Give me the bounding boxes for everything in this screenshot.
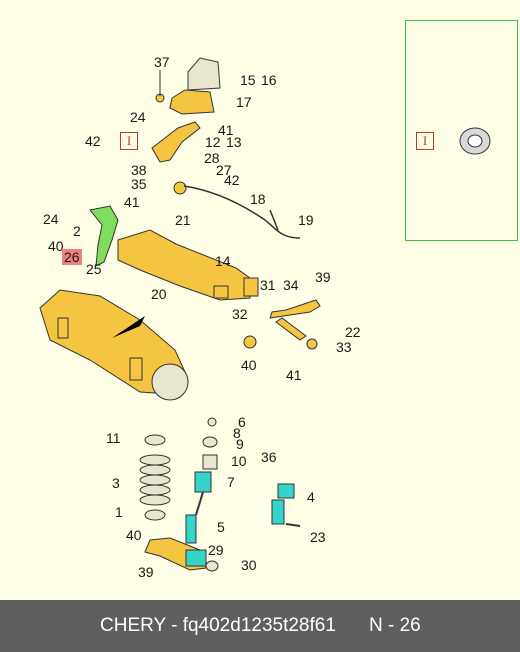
callout-26-highlighted[interactable]: 26 — [62, 249, 82, 265]
wheel-bearing-icon — [459, 127, 491, 155]
callout-24[interactable]: 24 — [130, 109, 146, 125]
callout-21[interactable]: 21 — [175, 212, 191, 228]
callout-39[interactable]: 39 — [315, 269, 331, 285]
callout-6[interactable]: 6 — [238, 414, 246, 430]
callout-13[interactable]: 13 — [226, 134, 242, 150]
callout-8[interactable]: 8 — [233, 425, 241, 441]
exploded-parts-diagram — [39, 57, 491, 572]
callout-32[interactable]: 32 — [232, 306, 248, 322]
detail-marker-main: I — [120, 132, 138, 150]
callout-37[interactable]: 37 — [154, 54, 170, 70]
callout-5[interactable]: 5 — [217, 519, 225, 535]
callout-40[interactable]: 40 — [241, 357, 257, 373]
callout-12[interactable]: 12 — [205, 134, 221, 150]
arrow-pointer — [112, 316, 145, 338]
footer-bar: CHERY - fq402d1235t28f61 N - 26 — [0, 600, 520, 652]
callout-42[interactable]: 42 — [224, 172, 240, 188]
callout-36[interactable]: 36 — [261, 449, 277, 465]
upper-mount-assembly — [155, 57, 221, 115]
callout-41[interactable]: 41 — [124, 194, 140, 210]
callout-28[interactable]: 28 — [204, 150, 220, 166]
trailing-arm-highlighted — [89, 205, 119, 267]
callout-29[interactable]: 29 — [208, 542, 224, 558]
stabilizer-bar — [183, 185, 301, 239]
callout-15[interactable]: 15 — [240, 72, 256, 88]
rear-knuckle — [271, 483, 301, 527]
detail-marker-inset: I — [416, 132, 434, 150]
catalog-code: CHERY - fq402d1235t28f61 — [100, 615, 336, 636]
callout-17[interactable]: 17 — [236, 94, 252, 110]
rear-subframe — [117, 229, 259, 301]
callout-20[interactable]: 20 — [151, 286, 167, 302]
detail-inset-box — [405, 20, 518, 241]
callout-42[interactable]: 42 — [85, 133, 101, 149]
callout-14[interactable]: 14 — [215, 253, 231, 269]
upper-control-arm — [151, 121, 201, 195]
page-number: N - 26 — [369, 615, 421, 636]
callout-4[interactable]: 4 — [307, 489, 315, 505]
callout-7[interactable]: 7 — [227, 474, 235, 490]
coil-spring — [139, 434, 171, 521]
callout-27[interactable]: 27 — [216, 162, 232, 178]
callout-19[interactable]: 19 — [298, 212, 314, 228]
callout-30[interactable]: 30 — [241, 557, 257, 573]
callout-35[interactable]: 35 — [131, 176, 147, 192]
callout-16[interactable]: 16 — [261, 72, 277, 88]
callout-40[interactable]: 40 — [48, 238, 64, 254]
callout-38[interactable]: 38 — [131, 162, 147, 178]
callout-41[interactable]: 41 — [218, 122, 234, 138]
callout-25[interactable]: 25 — [86, 261, 102, 277]
callout-3[interactable]: 3 — [112, 475, 120, 491]
axle-overview-assembly — [39, 289, 189, 401]
lower-arm-right — [243, 299, 321, 350]
callout-18[interactable]: 18 — [250, 191, 266, 207]
callout-11[interactable]: 11 — [106, 430, 121, 446]
callout-24[interactable]: 24 — [43, 211, 59, 227]
callout-41[interactable]: 41 — [286, 367, 302, 383]
callout-2[interactable]: 2 — [73, 223, 81, 239]
callout-31[interactable]: 31 — [260, 277, 276, 293]
callout-22[interactable]: 22 — [345, 324, 361, 340]
callout-9[interactable]: 9 — [236, 436, 244, 452]
callout-39[interactable]: 39 — [138, 564, 154, 580]
callout-23[interactable]: 23 — [310, 529, 326, 545]
callout-10[interactable]: 10 — [231, 453, 247, 469]
callout-1[interactable]: 1 — [115, 504, 123, 520]
callout-40[interactable]: 40 — [126, 527, 142, 543]
lower-spring-arm — [144, 537, 219, 572]
callout-34[interactable]: 34 — [283, 277, 299, 293]
shock-absorber — [185, 417, 218, 544]
callout-33[interactable]: 33 — [336, 339, 352, 355]
